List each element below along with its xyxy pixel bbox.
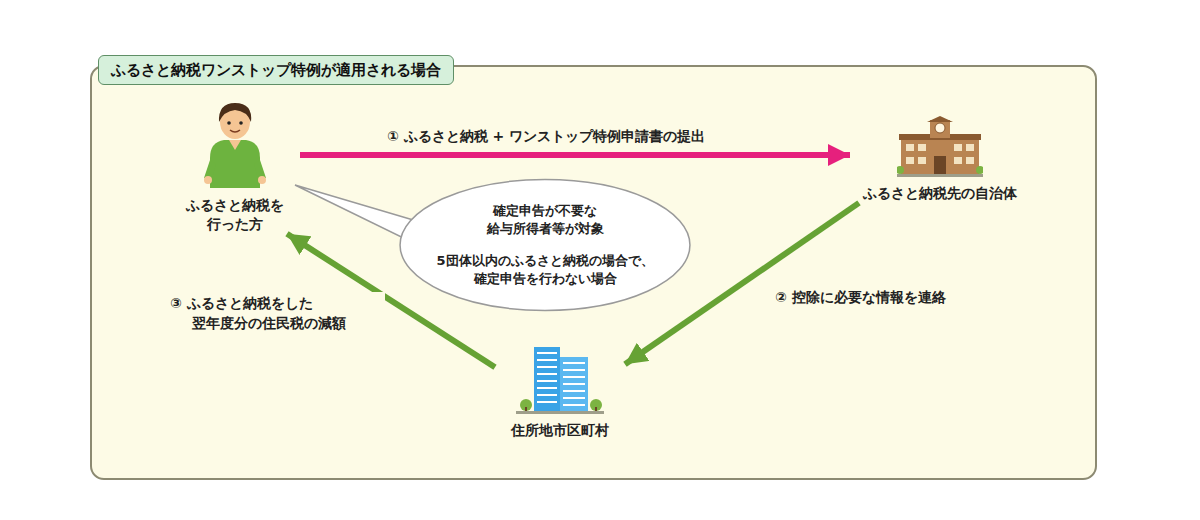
window-line [563,362,585,364]
bubble-ellipse [400,180,690,311]
window-line [563,390,585,392]
office-building-icon [512,343,608,415]
entity-node: ふるさと納税を 行った方 [170,98,300,234]
bubble-text: 確定申告が不要な 給与所得者等が対象 [470,202,620,238]
window-line [563,397,585,399]
edge-label: ② 控除に必要な情報を連絡 [772,286,949,308]
edge-label: ③ ふるさと納税をした 翌年度分の住民税の減額 [170,292,385,335]
window-line [537,380,557,382]
window-line [537,401,557,403]
person-icon [200,98,270,190]
window-line [563,404,585,406]
window-line [537,394,557,396]
window-line [537,366,557,368]
window-line [537,359,557,361]
school-building-icon [897,116,983,178]
diagram-title: ふるさと納税ワンストップ特例が適用される場合 [111,61,441,79]
window-line [537,352,557,354]
node-label: ふるさと納税を 行った方 [175,196,295,234]
icon-holder [512,343,608,415]
icon-holder [897,116,983,178]
bubble-content: 確定申告が不要な 給与所得者等が対象 5団体以内のふるさと納税の場合で、 確定申告… [398,178,692,312]
bubble-outline [398,178,692,312]
flow-arrow [300,152,850,158]
window-line [563,383,585,385]
icon-holder [200,98,270,190]
bubble-text: 5団体以内のふるさと納税の場合で、 確定申告を行わない場合 [427,252,663,288]
node-label: 住所地市区町村 [511,421,609,440]
window-line [563,369,585,371]
entity-node: ふるさと納税先の自治体 [850,116,1030,203]
edge-label: ① ふるさと納税 + ワンストップ特例申請書の提出 [384,125,708,147]
speech-bubble: 確定申告が不要な 給与所得者等が対象 5団体以内のふるさと納税の場合で、 確定申告… [398,178,692,312]
window-line [563,376,585,378]
window-line [537,373,557,375]
window-line [537,387,557,389]
title-tab: ふるさと納税ワンストップ特例が適用される場合 [98,55,454,85]
node-label: ふるさと納税先の自治体 [863,184,1017,203]
entity-node: 住所地市区町村 [495,343,625,440]
